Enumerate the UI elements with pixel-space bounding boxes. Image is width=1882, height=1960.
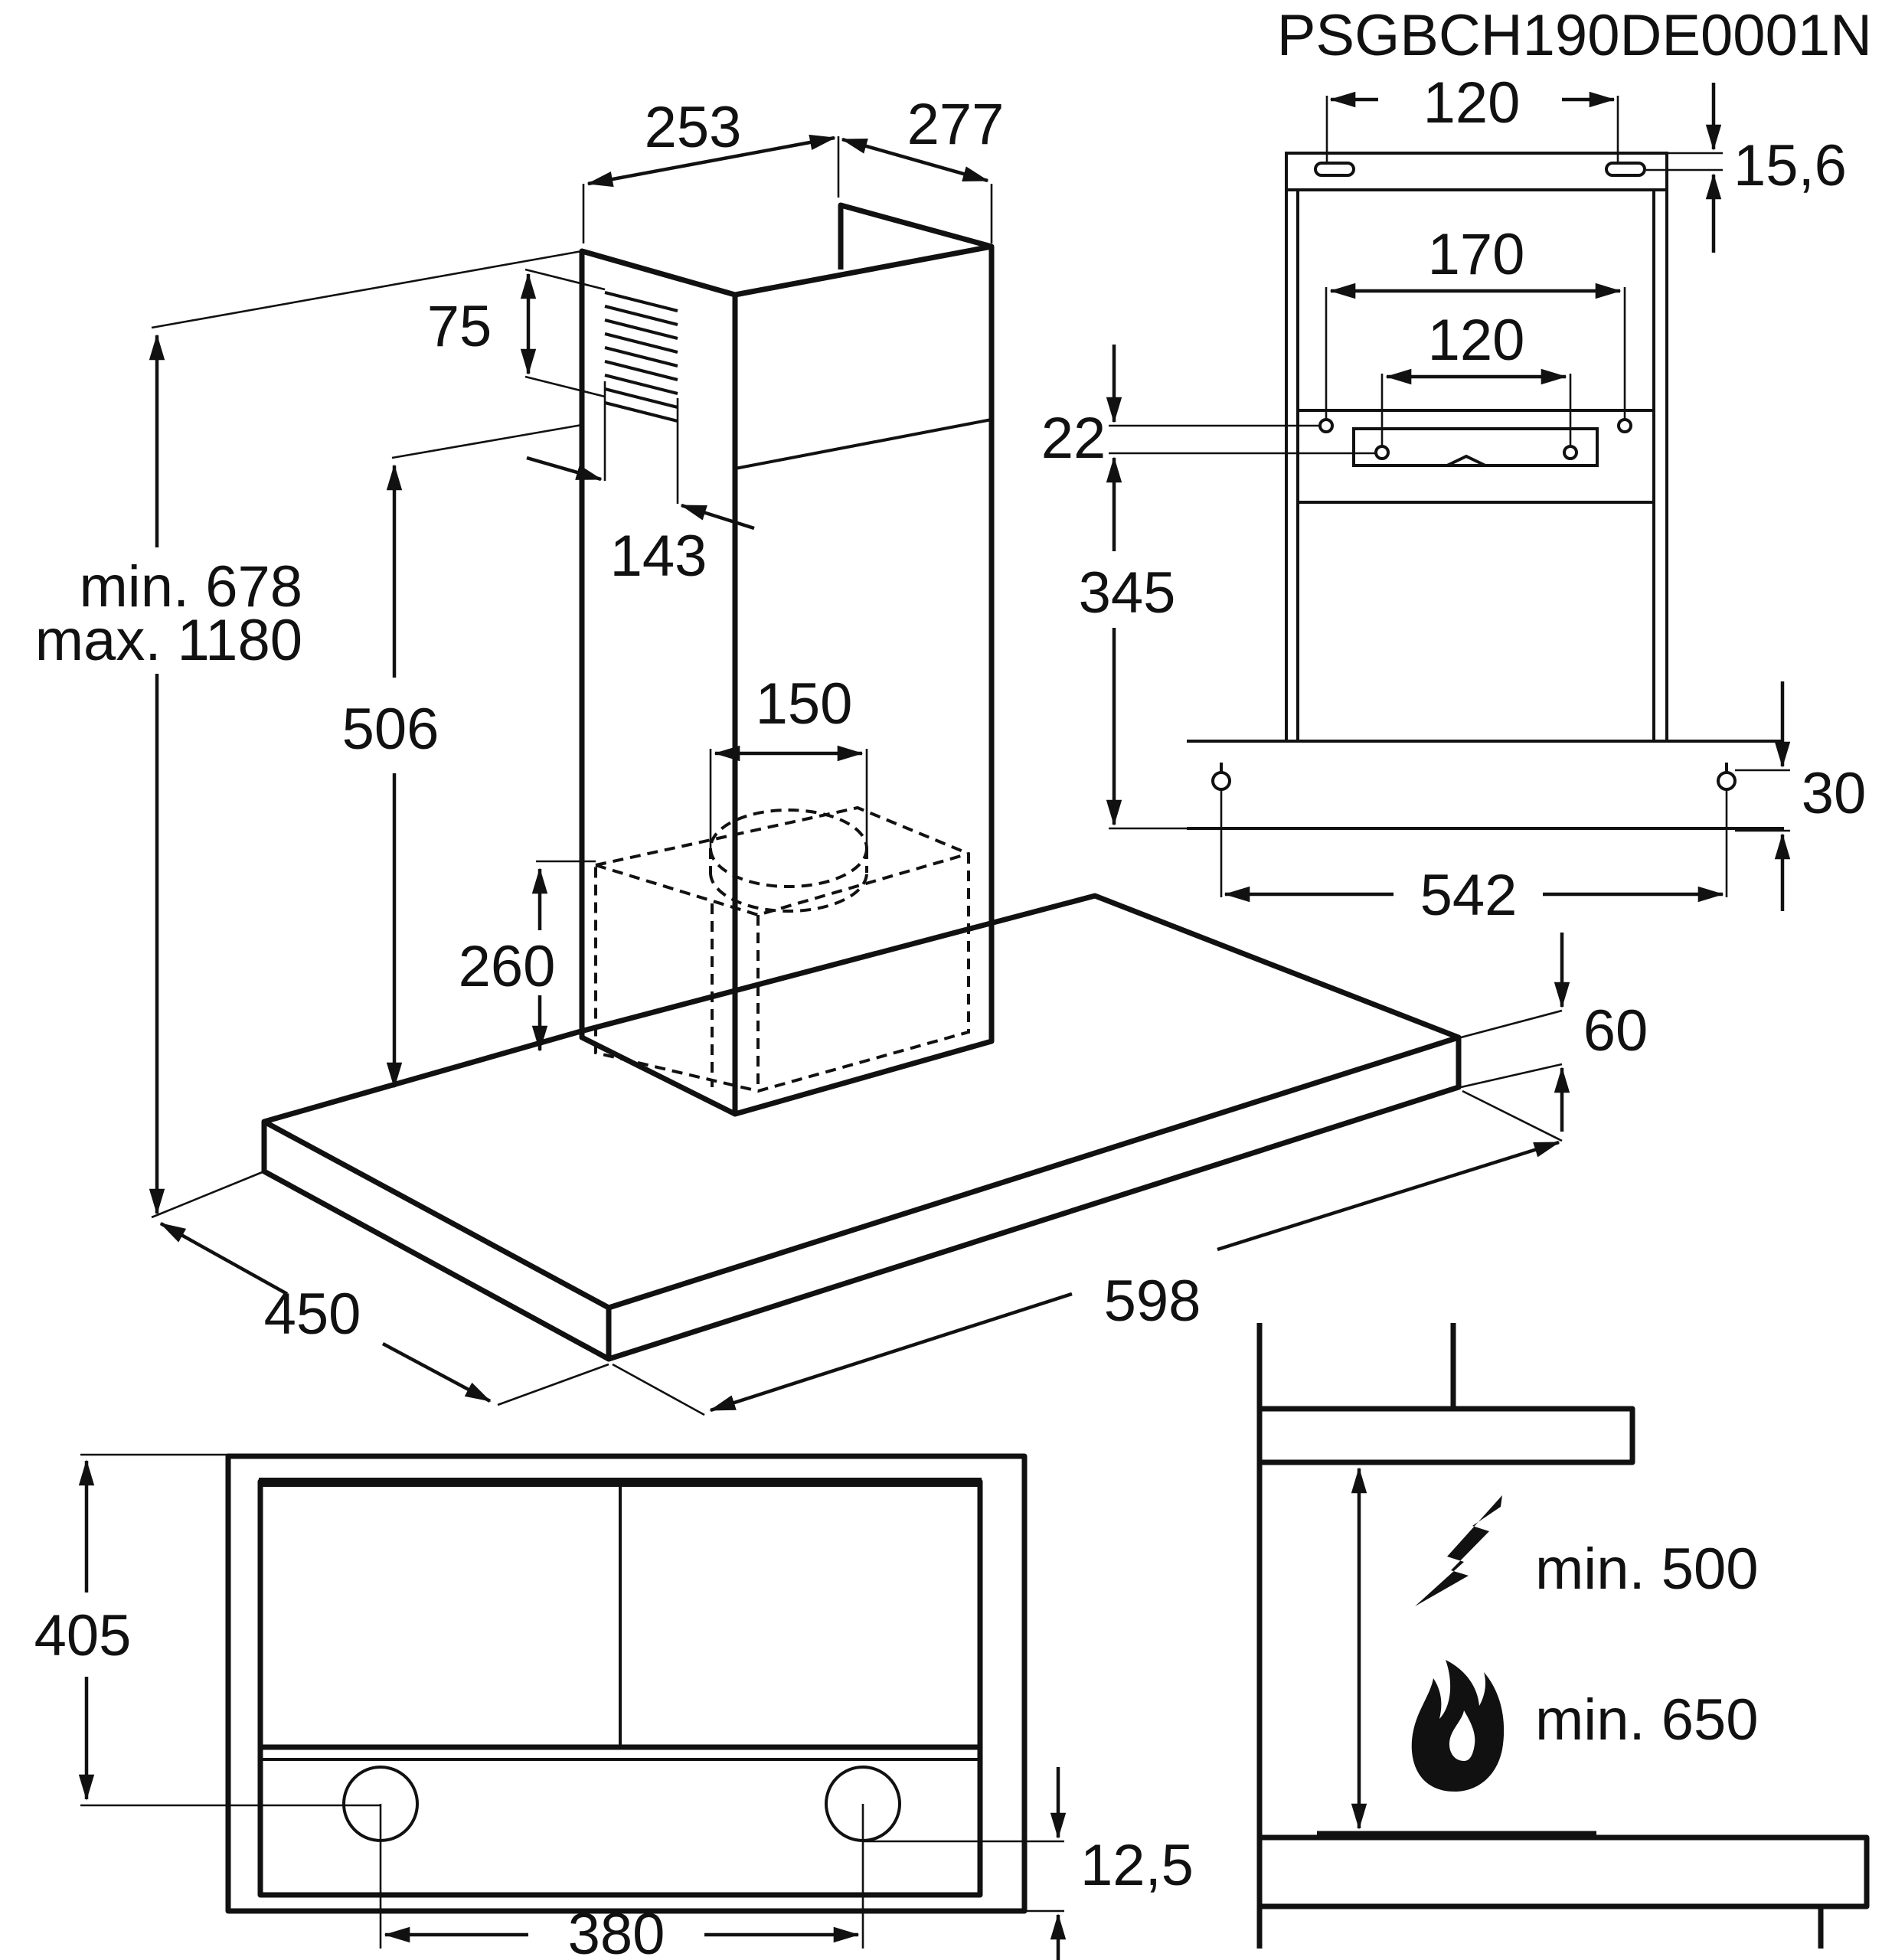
height-range-min-label: min. 678: [80, 554, 303, 619]
top-slot-left: [1314, 162, 1355, 177]
canopy: [261, 893, 1462, 1362]
top-spacing-label: 120: [1423, 70, 1521, 136]
top-offset-label: 15,6: [1733, 133, 1847, 198]
width-label: 598: [1104, 1269, 1201, 1334]
mount-offset-label: 30: [1802, 761, 1867, 826]
top-slot-right: [1605, 162, 1646, 177]
outlet-diameter-label: 150: [756, 671, 853, 737]
hole-spacing-outer-label: 170: [1428, 222, 1525, 287]
chimney-depth-label: 253: [645, 95, 742, 160]
clearance-view: min. 500 min. 650: [1256, 1323, 1870, 1949]
bracket-hole-inner-right: [1563, 445, 1578, 460]
bracket-hole-right: [1617, 418, 1632, 433]
motor-housing-hidden: [594, 805, 970, 1093]
canopy-thickness-label: 60: [1583, 998, 1648, 1063]
mount-spacing-label: 542: [1420, 863, 1518, 928]
bottom-depth-label: 405: [34, 1603, 132, 1668]
flame-icon: [1411, 1660, 1505, 1792]
chimney: [579, 202, 995, 1117]
chimney-lower-label: 506: [342, 697, 439, 762]
height-range-max-label: max. 1180: [35, 608, 302, 673]
document-code: PSGBCH190DE0001N: [1277, 3, 1872, 68]
chimney-width-label: 277: [907, 92, 1005, 157]
light-offset-label: 12,5: [1080, 1833, 1194, 1898]
gas-min-label: min. 650: [1535, 1687, 1759, 1753]
main-hood-view: 253 277 75 143 min. 678 max. 1180 506 15…: [35, 92, 1648, 1416]
vent-offset-label: 143: [610, 524, 707, 589]
vent-height-label: 75: [427, 294, 492, 359]
bottom-view: 405 380 12,5: [34, 1453, 1194, 1960]
motor-height-label: 260: [459, 934, 556, 999]
bracket-view: 120 15,6 170 120 22 345 30: [1041, 70, 1867, 928]
mount-keyhole-right: [1717, 763, 1737, 791]
mount-keyhole-left: [1211, 763, 1231, 791]
bracket-hole-left: [1318, 418, 1334, 433]
lightning-icon: [1415, 1495, 1502, 1606]
electric-min-label: min. 500: [1535, 1537, 1759, 1602]
bracket-hole-inner-left: [1374, 445, 1390, 460]
bracket-height-label: 345: [1079, 560, 1176, 626]
light-spacing-label: 380: [568, 1902, 665, 1960]
vent-slots: [604, 291, 678, 423]
hole-offset-label: 22: [1041, 406, 1106, 471]
hole-spacing-inner-label: 120: [1428, 308, 1525, 373]
depth-label: 450: [264, 1282, 361, 1347]
